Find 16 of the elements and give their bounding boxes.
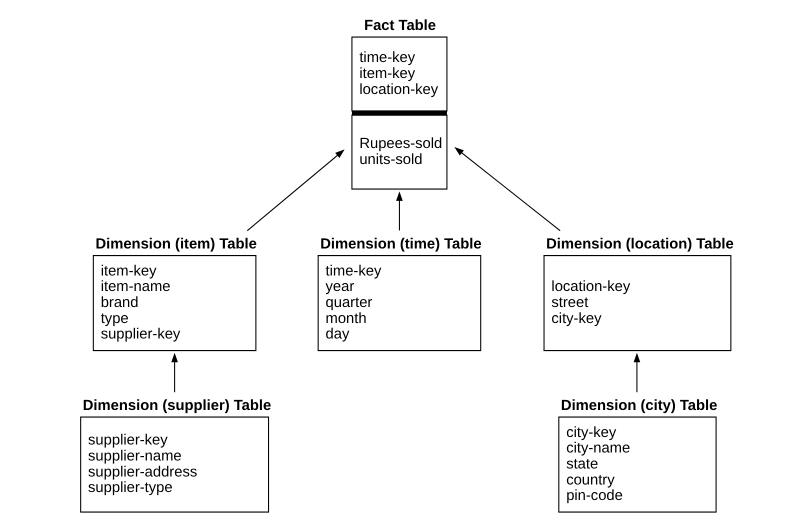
arrow bbox=[396, 191, 403, 230]
arrow bbox=[246, 149, 345, 232]
arrow bbox=[454, 147, 560, 232]
arrow bbox=[634, 352, 640, 392]
node-box: location-key street city-key bbox=[544, 255, 732, 352]
arrow bbox=[171, 352, 178, 392]
node-label: Dimension (location) Table bbox=[546, 236, 734, 252]
node-box: city-key city-name state country pin-code bbox=[558, 416, 717, 513]
node-box: time-key year quarter month day bbox=[318, 255, 482, 352]
node-label: Dimension (item) Table bbox=[95, 236, 257, 252]
node-box: item-key item-name brand type supplier-key bbox=[92, 255, 256, 352]
node-label: Dimension (supplier) Table bbox=[82, 398, 272, 414]
node-label: Dimension (time) Table bbox=[320, 236, 482, 252]
node-box: supplier-key supplier-name supplier-address supplier-type bbox=[80, 416, 270, 513]
node-label: Dimension (city) Table bbox=[560, 398, 718, 414]
node-label: Fact Table bbox=[364, 18, 436, 34]
